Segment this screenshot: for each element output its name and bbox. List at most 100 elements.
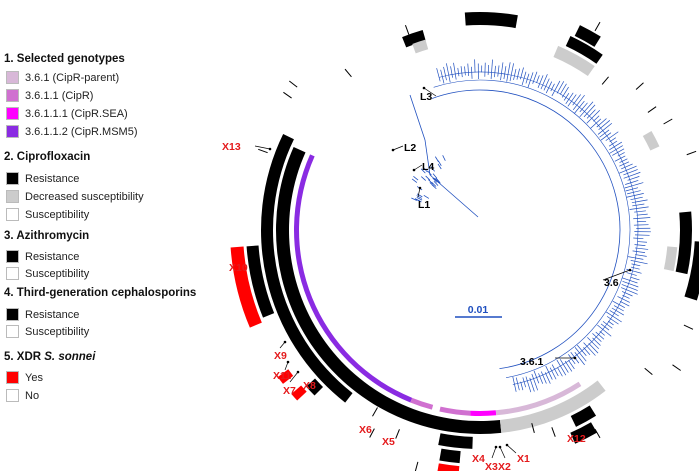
arrow-head [286, 360, 290, 364]
legend-label: 3.6.1.1.2 (CipR.MSM5) [25, 125, 138, 138]
tree-tip [537, 75, 544, 89]
swatch [6, 267, 19, 280]
tree-tip [592, 337, 601, 346]
legend-label: Susceptibility [25, 267, 90, 280]
legend-item: Resistance [6, 171, 79, 186]
tree-tip [574, 100, 585, 114]
tree-tip [592, 333, 602, 342]
tree-tip [525, 73, 530, 84]
tree-tip [556, 81, 565, 94]
ring-tick [594, 21, 601, 32]
legend-item: Resistance [6, 307, 79, 322]
tree-tip [457, 67, 460, 77]
ring-tick [258, 148, 268, 154]
ring-tick [369, 428, 375, 438]
isolate-label-x13: X13 [222, 141, 241, 153]
tree-branch [433, 79, 631, 379]
tree-tip [595, 331, 605, 340]
ciprofloxacin-ring-segment [553, 45, 595, 76]
ring-tick [404, 24, 410, 35]
tree-tip [635, 254, 647, 257]
swatch [6, 371, 19, 384]
isolate-label-x3: X3 [485, 461, 498, 471]
tree-tip [513, 69, 517, 81]
isolate-label-x10: X10 [229, 262, 248, 274]
arrow-head [283, 340, 287, 344]
tree-tip [622, 294, 630, 299]
tree-tip [632, 203, 645, 207]
tree-tip [440, 69, 445, 84]
legend-item: 3.6.1.1.2 (CipR.MSM5) [6, 124, 137, 139]
tree-tip [597, 324, 612, 337]
tree-tip [500, 62, 504, 81]
azithromycin-ring-segment [402, 30, 426, 48]
legend-label: Resistance [25, 308, 80, 321]
swatch [6, 250, 19, 263]
tree-tip [512, 376, 517, 392]
legend-label: 3.6.1 (CipR-parent) [25, 71, 120, 84]
swatch [6, 208, 19, 221]
tree-tip [600, 323, 610, 331]
tree-tip [565, 92, 574, 104]
tree-tip [433, 180, 439, 186]
tree-tip [446, 63, 451, 83]
tree-tip [599, 330, 605, 336]
arrow-head [391, 148, 395, 152]
tree-tip [633, 217, 651, 220]
lineage-label-l4: L4 [422, 161, 434, 173]
tree-tip [632, 250, 646, 253]
arrow [392, 145, 404, 151]
tree-tip [625, 180, 639, 185]
cephalosporin-ring-segment [439, 448, 461, 464]
tree-tip [626, 272, 637, 276]
cephalosporin-ring-segment [246, 245, 275, 318]
tree-tip [427, 170, 432, 176]
tree-tip [423, 167, 428, 173]
tree-tip [586, 109, 596, 119]
ring-tick [635, 82, 644, 90]
tree-tip [599, 129, 610, 138]
arrow [602, 269, 631, 281]
tree-tip [630, 260, 648, 265]
legend-label: Resistance [25, 250, 80, 263]
tree-tip [568, 354, 576, 365]
lineage-label-l2: L2 [404, 142, 416, 154]
ring-tick [672, 364, 681, 371]
tree-tip [583, 342, 596, 356]
legend-label: Yes [25, 371, 43, 384]
tree-tip [633, 237, 644, 239]
tree-tip [608, 140, 618, 147]
tree-tip [436, 68, 441, 82]
ring-tick [344, 68, 352, 78]
isolate-label-x2: X2 [498, 461, 511, 471]
arrow [284, 361, 289, 371]
legend-title-xdr: 5. XDR S. sonnei [4, 351, 95, 363]
isolate-label-x12: X12 [567, 433, 586, 445]
legend-item: Yes [6, 370, 43, 385]
genotype-ring-segment [495, 381, 582, 416]
legend-label: 3.6.1.1.1 (CipR.SEA) [25, 107, 128, 120]
tree-tip [550, 83, 555, 92]
tree-tip [460, 66, 463, 78]
ring-tick [686, 150, 697, 156]
tree-tip [436, 178, 441, 184]
legend-item: Susceptibility [6, 266, 89, 281]
tree-tip [525, 376, 532, 393]
legend-label: Susceptibility [25, 325, 90, 338]
tree-tip [626, 193, 644, 198]
arrow-head [494, 445, 498, 449]
tree-tip [634, 247, 649, 250]
tree-tip [623, 169, 638, 176]
legend-title-prefix: 5. XDR [4, 351, 45, 363]
genotype-ring-segment [470, 410, 497, 416]
tree-tip [609, 310, 619, 317]
tree-tip [522, 377, 527, 388]
tree-tip [606, 316, 619, 325]
tree-tip [617, 152, 625, 157]
lineage-label-l3: L3 [420, 91, 432, 103]
isolate-label-x6: X6 [359, 424, 372, 436]
cephalosporin-ring-segment [570, 422, 597, 444]
tree-tip [572, 94, 581, 106]
tree-tip [605, 131, 619, 141]
